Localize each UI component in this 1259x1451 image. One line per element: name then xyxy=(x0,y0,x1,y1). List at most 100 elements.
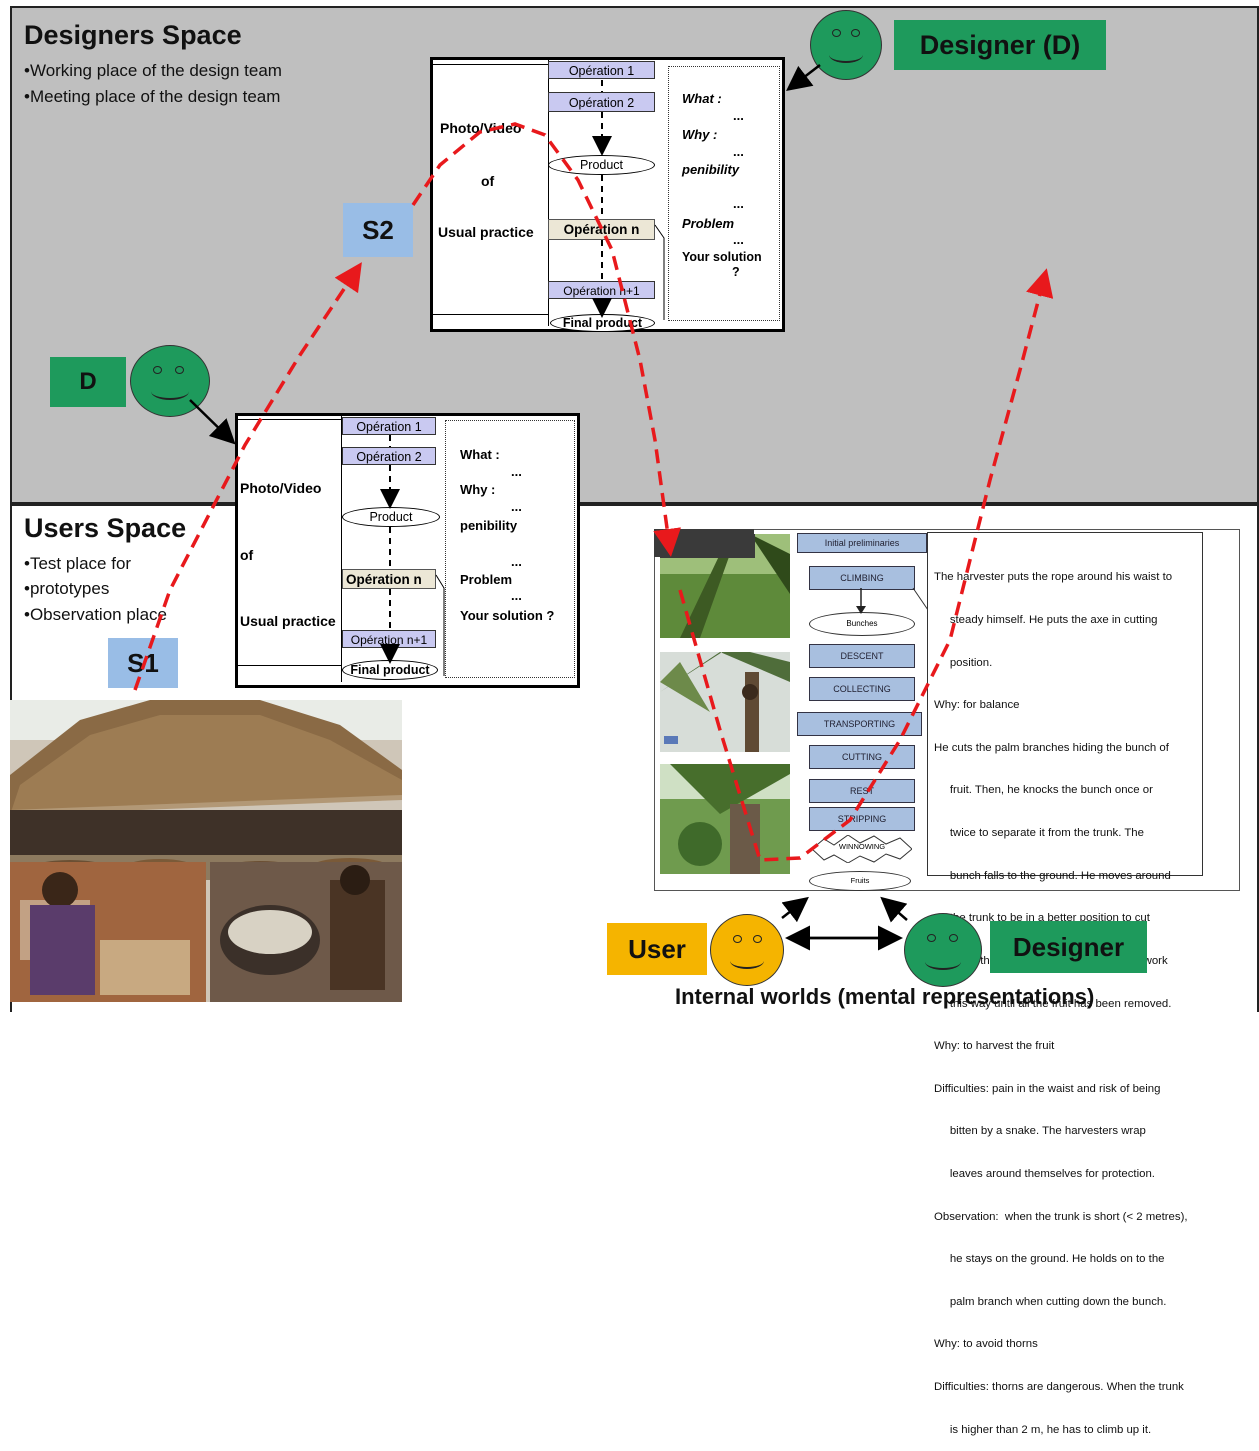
harvest-to-designer-arrow xyxy=(678,268,1054,862)
q-what: What : xyxy=(682,91,722,106)
village-photo xyxy=(10,700,402,1002)
desc-line: he stays on the ground. He holds on to t… xyxy=(934,1253,1165,1266)
side-label-photo: Photo/Video xyxy=(240,480,322,496)
step-initial-preliminaries: Initial preliminaries xyxy=(797,533,927,553)
harvest-photo-1 xyxy=(660,534,790,638)
flow-connector xyxy=(654,224,665,320)
d-tag: D xyxy=(50,357,126,407)
step-transporting: TRANSPORTING xyxy=(797,712,922,736)
desc-line: is higher than 2 m, he has to climb up i… xyxy=(934,1423,1152,1436)
harvest-photo-1-image xyxy=(660,534,790,638)
village-photo-image xyxy=(10,700,402,1002)
designer-bottom-smiley-icon xyxy=(904,913,982,987)
step-winnowing: WINNOWING xyxy=(838,842,886,851)
step-descent: DESCENT xyxy=(809,644,915,668)
step-climbing: CLIMBING xyxy=(809,566,915,590)
desc-line: twice to separate it from the trunk. The xyxy=(934,827,1144,840)
q-dots: ... xyxy=(733,196,744,211)
user-to-sheet-arrow xyxy=(781,896,809,923)
designers-bullet-2: •Meeting place of the design team xyxy=(24,87,281,106)
step-stripping: STRIPPING xyxy=(809,807,915,831)
winnowing-burst-shape xyxy=(812,835,912,863)
q-mark: ? xyxy=(732,265,740,279)
desc-line: Difficulties: thorns are dangerous. When… xyxy=(934,1380,1184,1393)
operation-n-box: Opération n xyxy=(342,569,436,589)
q-penibility: penibility xyxy=(460,518,518,533)
desc-line: Why: for balance xyxy=(934,699,1020,712)
s1-to-s2-arrow xyxy=(133,262,362,691)
s2-to-harvest-arrow xyxy=(411,122,682,557)
operation-1-box: Opération 1 xyxy=(548,61,655,79)
q-dots: ... xyxy=(511,554,522,569)
desc-line: Why: to avoid thorns xyxy=(934,1338,1038,1351)
questions-panel xyxy=(445,420,575,678)
sheet-divider xyxy=(341,416,342,682)
harvest-photo-2 xyxy=(660,652,790,752)
users-bullet-2: •prototypes xyxy=(24,579,110,598)
q-why: Why : xyxy=(682,127,718,142)
q-penibility: penibility xyxy=(682,162,740,177)
q-dots: ... xyxy=(511,464,522,479)
operation-2-box: Opération 2 xyxy=(548,92,655,112)
q-dots: ... xyxy=(511,588,522,603)
q-dots: ... xyxy=(733,108,744,123)
product-ellipse: Product xyxy=(548,155,655,175)
harvest-description-box xyxy=(927,532,1203,876)
harvest-photo-3-image xyxy=(660,764,790,874)
operation-n-box: Opération n xyxy=(548,219,655,240)
q-problem: Problem xyxy=(460,572,513,587)
desc-line: Difficulties: pain in the waist and risk… xyxy=(934,1082,1161,1095)
questions-panel xyxy=(668,66,780,321)
q-dots: ... xyxy=(733,144,744,159)
harvest-photo-2-image xyxy=(660,652,790,752)
desc-line: this way until all the fruit has been re… xyxy=(934,997,1172,1010)
side-label-usual: Usual practice xyxy=(240,613,336,629)
designer-smiley-icon xyxy=(810,10,882,80)
users-bullet-3: •Observation place xyxy=(24,605,167,624)
final-product-ellipse: Final product xyxy=(342,660,438,680)
step-cutting: CUTTING xyxy=(809,745,915,769)
side-label-photo: Photo/Video xyxy=(440,120,522,136)
user-smiley-icon xyxy=(710,914,784,986)
q-what: What : xyxy=(460,447,500,462)
desc-line: fruit. Then, he knocks the bunch once or xyxy=(934,784,1153,797)
arrows-overlay xyxy=(133,64,1054,951)
desc-line: Why: to harvest the fruit xyxy=(934,1040,1055,1053)
users-bullet-1: •Test place for xyxy=(24,554,132,573)
side-label-of: of xyxy=(240,547,254,563)
sheet-divider xyxy=(548,60,549,326)
operation-1-box: Opération 1 xyxy=(342,417,436,435)
designer-to-sheet-arrow xyxy=(880,896,908,923)
q-dots: ... xyxy=(733,232,744,247)
step-collecting: COLLECTING xyxy=(809,677,915,701)
designer-d-tag: Designer (D) xyxy=(894,20,1106,70)
users-space-title: Users Space xyxy=(24,513,187,543)
s2-tag: S2 xyxy=(343,203,413,257)
flow-connector xyxy=(435,574,445,676)
step-fruits: Fruits xyxy=(809,871,911,891)
desc-line: leaves around themselves for protection. xyxy=(934,1167,1155,1180)
sheet-divider xyxy=(235,419,341,420)
desc-line: He cuts the palm branches hiding the bun… xyxy=(934,741,1169,754)
q-dots: ... xyxy=(511,499,522,514)
designers-bullet-1: •Working place of the design team xyxy=(24,61,282,80)
designer-to-sheet-arrow xyxy=(786,64,821,92)
user-tag: User xyxy=(607,923,707,975)
harvest-photo-3 xyxy=(660,764,790,874)
desc-line: The harvester puts the rope around his w… xyxy=(934,571,1173,584)
desc-line: steady himself. He puts the axe in cutti… xyxy=(934,614,1158,627)
desc-line: bitten by a snake. The harvesters wrap xyxy=(934,1125,1146,1138)
sheet-divider xyxy=(430,64,548,65)
side-label-of: of xyxy=(481,173,495,189)
d-to-sheet-arrow xyxy=(189,399,236,445)
q-solution: Your solution xyxy=(682,250,762,264)
desc-line: position. xyxy=(934,656,993,669)
q-why: Why : xyxy=(460,482,496,497)
desc-line: palm branch when cutting down the bunch. xyxy=(934,1295,1167,1308)
operation-2-box: Opération 2 xyxy=(342,447,436,465)
sheet-divider xyxy=(235,665,341,666)
internal-worlds-caption: Internal worlds (mental representations) xyxy=(675,984,1095,1009)
designers-space-title: Designers Space xyxy=(24,20,242,50)
sheet-divider xyxy=(430,314,548,315)
desc-line: bunch falls to the ground. He moves arou… xyxy=(934,869,1171,882)
